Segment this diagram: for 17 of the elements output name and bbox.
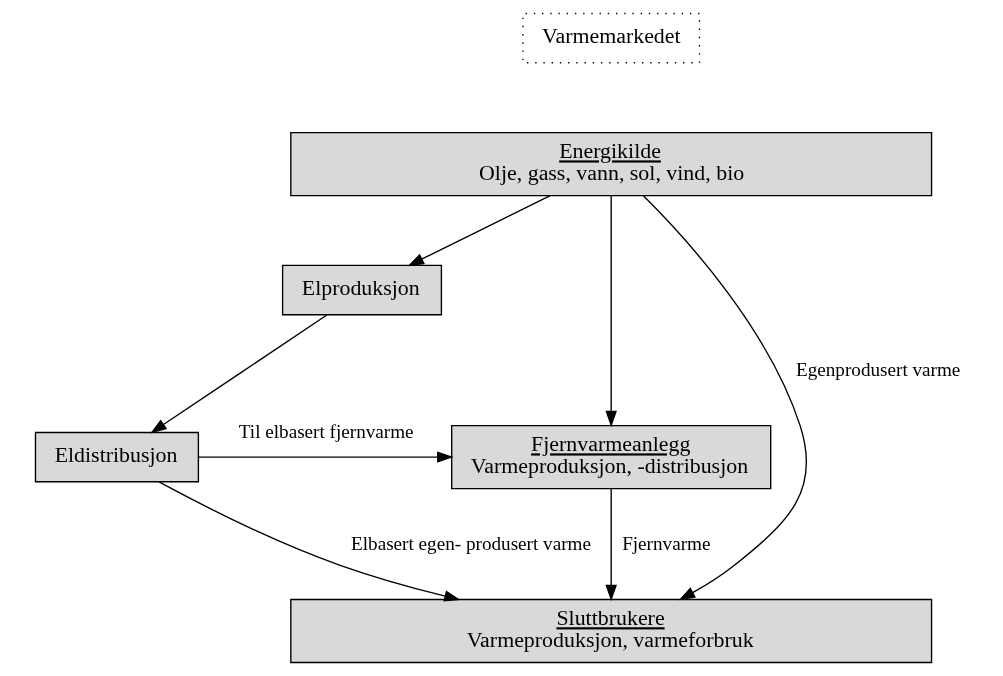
arrow bbox=[604, 195, 617, 428]
edge-label: Elbasert egen- produsert varme bbox=[350, 532, 591, 554]
arrow bbox=[197, 451, 454, 463]
arrow bbox=[157, 481, 461, 602]
edge-label: Fjernvarme bbox=[621, 532, 710, 554]
node-box: Eldistribusjon bbox=[34, 431, 199, 483]
arrow bbox=[407, 194, 551, 267]
edge-label: Egenprodusert varme bbox=[795, 358, 960, 380]
node-box: Varmemarkedet bbox=[521, 12, 700, 64]
edge-label: Til elbasert fjernvarme bbox=[238, 420, 414, 442]
arrow bbox=[604, 488, 617, 602]
node-box: Fjernvarmeanlegg Varmeproduksjon, -distribusjon bbox=[450, 424, 771, 490]
node-box: Energikilde Olje, gass, vann, sol, vind, bio bbox=[289, 131, 932, 197]
node-box: Sluttbrukere Varmeproduksjon, varmeforbruk bbox=[289, 598, 932, 664]
arrow bbox=[149, 314, 328, 434]
arrow bbox=[642, 195, 807, 601]
node-box: Elproduksjon bbox=[281, 264, 442, 316]
